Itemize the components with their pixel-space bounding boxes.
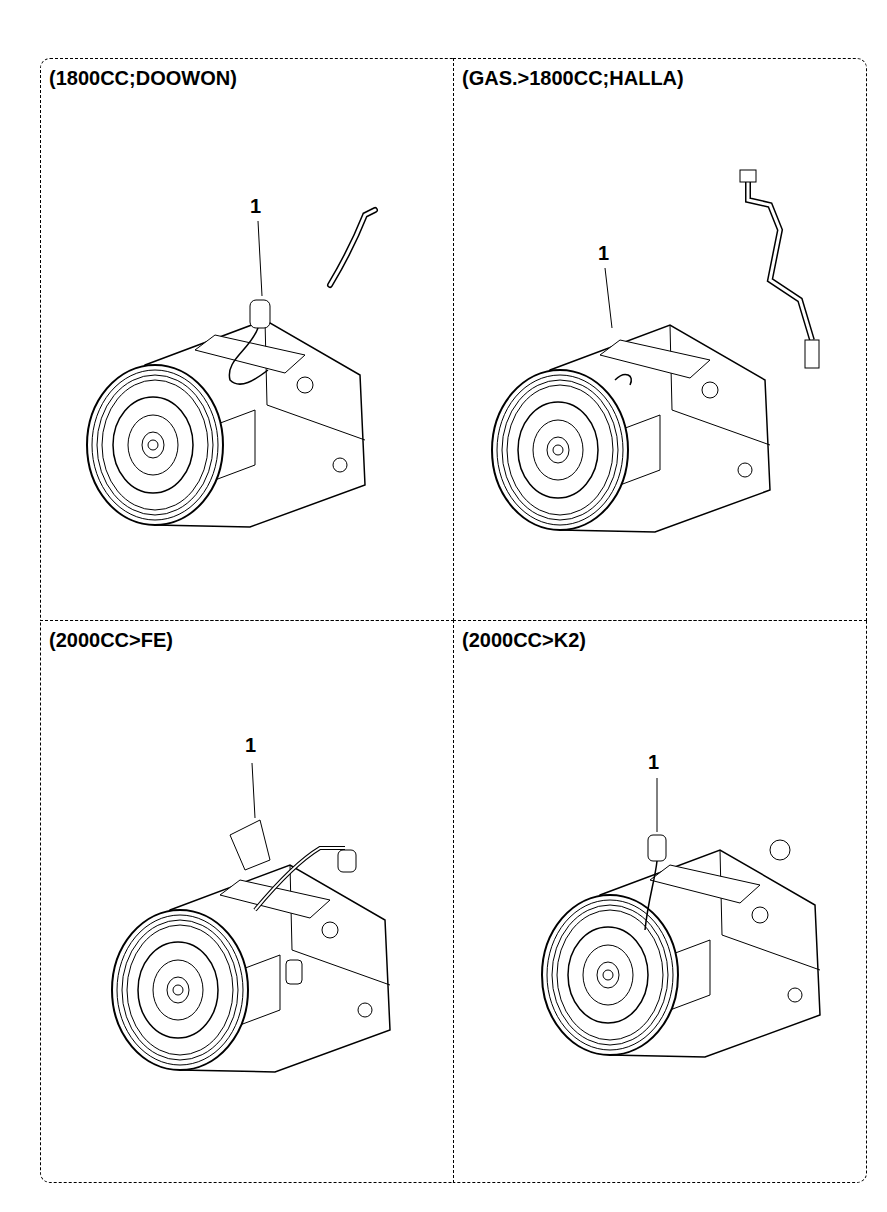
- callout-number: 1: [648, 752, 659, 772]
- panel-heading: (2000CC>FE): [49, 629, 173, 652]
- panel-heading: (2000CC>K2): [462, 629, 586, 652]
- panel-heading: (GAS.>1800CC;HALLA): [462, 67, 684, 90]
- variant-panel: (GAS.>1800CC;HALLA): [453, 58, 867, 621]
- callout-number: 1: [598, 243, 609, 263]
- callout-number: 1: [250, 196, 261, 216]
- callout-number: 1: [245, 735, 256, 755]
- panel-heading: (1800CC;DOOWON): [49, 67, 237, 90]
- variant-panel: (1800CC;DOOWON): [40, 58, 454, 621]
- variant-panel: (2000CC>K2): [453, 620, 867, 1183]
- variant-panel: (2000CC>FE): [40, 620, 454, 1183]
